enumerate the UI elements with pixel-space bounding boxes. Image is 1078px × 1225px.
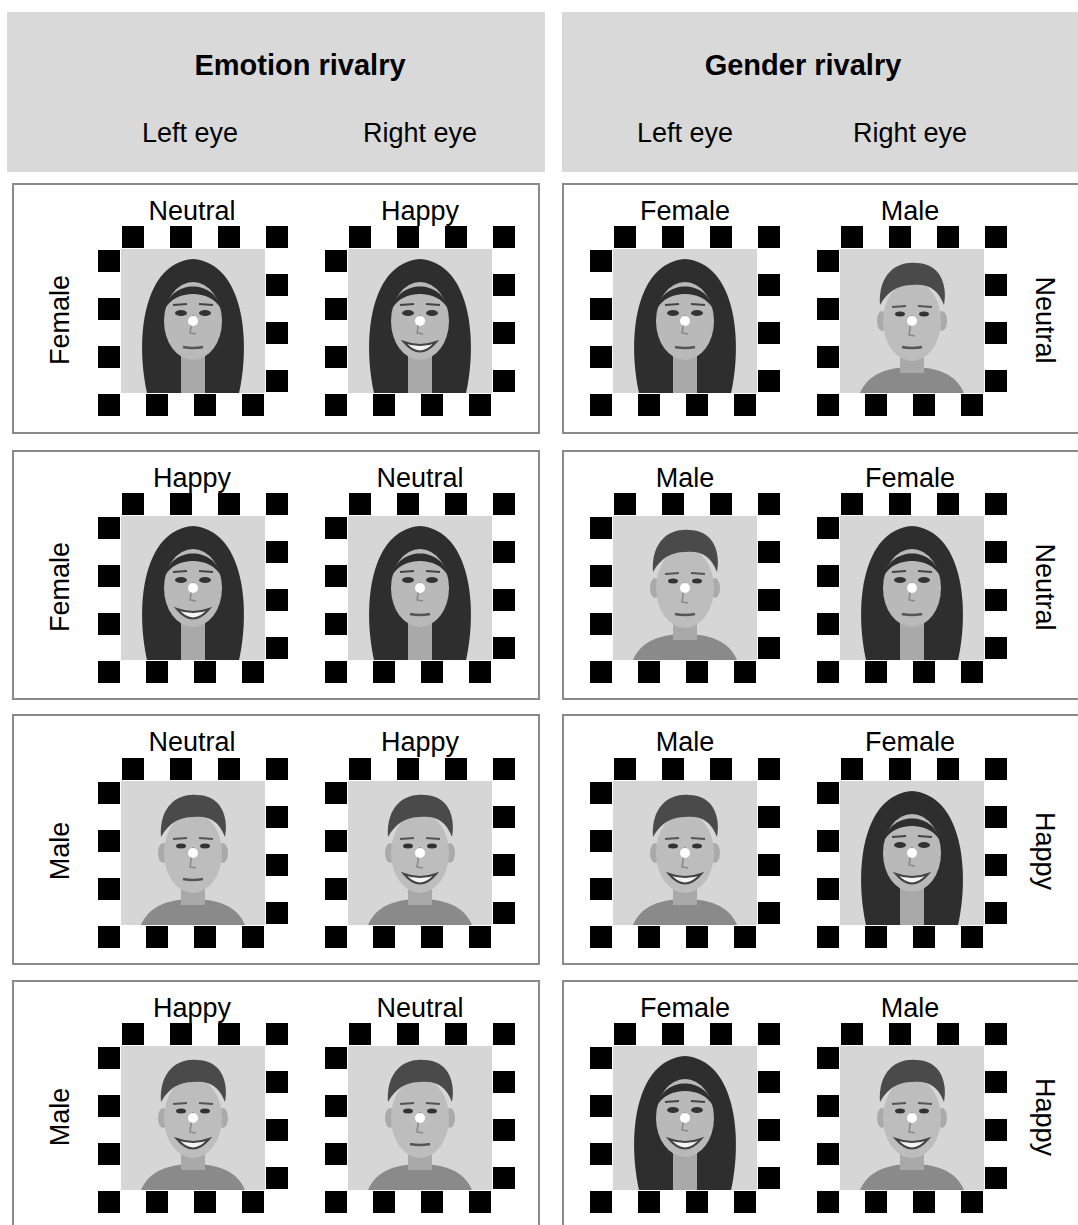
eye-label: Female xyxy=(865,462,955,494)
side-label: Male xyxy=(44,822,76,881)
condition-panel: Female Neutral Happy xyxy=(12,183,540,434)
side-label: Female xyxy=(44,275,76,365)
panel-heading: Emotion rivalry xyxy=(194,49,405,81)
header-band: Emotion rivalryLeft eye Right eye xyxy=(7,12,545,172)
eye-label: Female xyxy=(865,726,955,758)
eye-label: Left eye xyxy=(142,117,238,149)
female-neutral-face xyxy=(817,493,1007,683)
panel-heading: Gender rivalry xyxy=(705,49,902,81)
male-happy-face xyxy=(325,758,515,948)
eye-label: Right eye xyxy=(853,117,967,149)
eye-label: Neutral xyxy=(148,726,235,758)
side-label: Neutral xyxy=(1029,276,1061,363)
eye-label: Female xyxy=(640,195,730,227)
condition-panel: Female Happy Neutral xyxy=(12,450,540,700)
eye-label: Happy xyxy=(381,726,459,758)
eye-label: Male xyxy=(656,726,715,758)
header-band: Gender rivalryLeft eye Right eye xyxy=(562,12,1078,172)
eye-label: Male xyxy=(881,992,940,1024)
eye-label: Male xyxy=(656,462,715,494)
side-label: Female xyxy=(44,542,76,632)
condition-panel: Male Happy Neutral xyxy=(12,980,540,1225)
eye-label: Female xyxy=(640,992,730,1024)
male-happy-face xyxy=(817,1023,1007,1213)
condition-panel: Male FemaleNeutral xyxy=(562,450,1078,700)
eye-label: Happy xyxy=(381,195,459,227)
female-neutral-face xyxy=(590,226,780,416)
female-neutral-face xyxy=(98,226,288,416)
male-happy-face xyxy=(98,1023,288,1213)
condition-panel: Female MaleNeutral xyxy=(562,183,1078,434)
eye-label: Happy xyxy=(153,462,231,494)
eye-label: Happy xyxy=(153,992,231,1024)
side-label: Neutral xyxy=(1029,543,1061,630)
side-label: Happy xyxy=(1029,1078,1061,1156)
male-neutral-face xyxy=(817,226,1007,416)
side-label: Happy xyxy=(1029,812,1061,890)
side-label: Male xyxy=(44,1088,76,1147)
male-happy-face xyxy=(590,758,780,948)
male-neutral-face xyxy=(325,1023,515,1213)
female-neutral-face xyxy=(325,493,515,683)
condition-panel: Female MaleHappy xyxy=(562,980,1078,1225)
eye-label: Neutral xyxy=(376,992,463,1024)
eye-label: Neutral xyxy=(376,462,463,494)
eye-label: Neutral xyxy=(148,195,235,227)
male-neutral-face xyxy=(98,758,288,948)
condition-panel: Male Neutral Happy xyxy=(12,714,540,965)
male-neutral-face xyxy=(590,493,780,683)
condition-panel: Male FemaleHappy xyxy=(562,714,1078,965)
female-happy-face xyxy=(817,758,1007,948)
female-happy-face xyxy=(98,493,288,683)
female-happy-face xyxy=(590,1023,780,1213)
eye-label: Right eye xyxy=(363,117,477,149)
eye-label: Left eye xyxy=(637,117,733,149)
female-happy-face xyxy=(325,226,515,416)
eye-label: Male xyxy=(881,195,940,227)
